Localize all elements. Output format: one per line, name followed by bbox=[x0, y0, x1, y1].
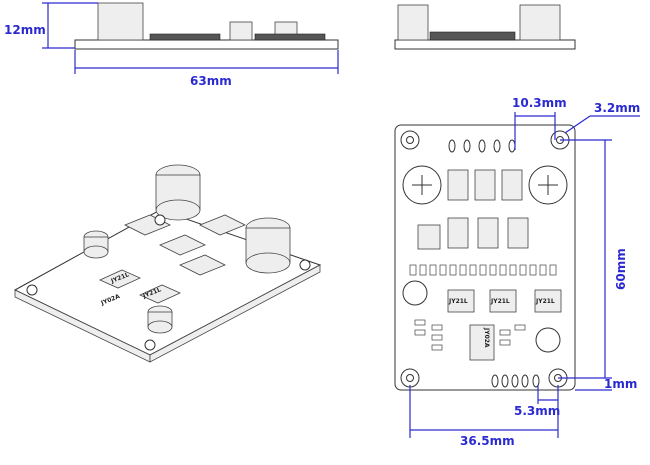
edge-offset-label: 1mm bbox=[604, 377, 637, 391]
height-label: 12mm bbox=[4, 23, 46, 37]
top-view: JY21L JY21L JY21L JY02A bbox=[394, 124, 576, 391]
isometric-view: JY21L JY21L JY02A bbox=[13, 164, 322, 363]
top-chip-1: JY21L bbox=[448, 298, 468, 305]
horizontal-spacing-label: 36.5mm bbox=[460, 434, 515, 448]
top-chip-controller: JY02A bbox=[483, 327, 490, 348]
side-view-front bbox=[74, 2, 339, 50]
vertical-spacing-label: 60mm bbox=[614, 248, 628, 290]
top-view-dimensions: 10.3mm 3.2mm 60mm 1mm 5.3mm 36.5mm bbox=[409, 96, 640, 448]
length-dimension: 63mm bbox=[74, 50, 339, 88]
top-chip-3: JY21L bbox=[535, 298, 555, 305]
pin-to-hole-label: 5.3mm bbox=[514, 404, 560, 418]
side-view-end bbox=[394, 4, 576, 50]
hole-diameter-label: 3.2mm bbox=[594, 101, 640, 115]
top-chip-2: JY21L bbox=[490, 298, 510, 305]
pin-span-label: 10.3mm bbox=[512, 96, 567, 110]
height-dimension: 12mm bbox=[4, 2, 98, 49]
length-label: 63mm bbox=[190, 74, 232, 88]
